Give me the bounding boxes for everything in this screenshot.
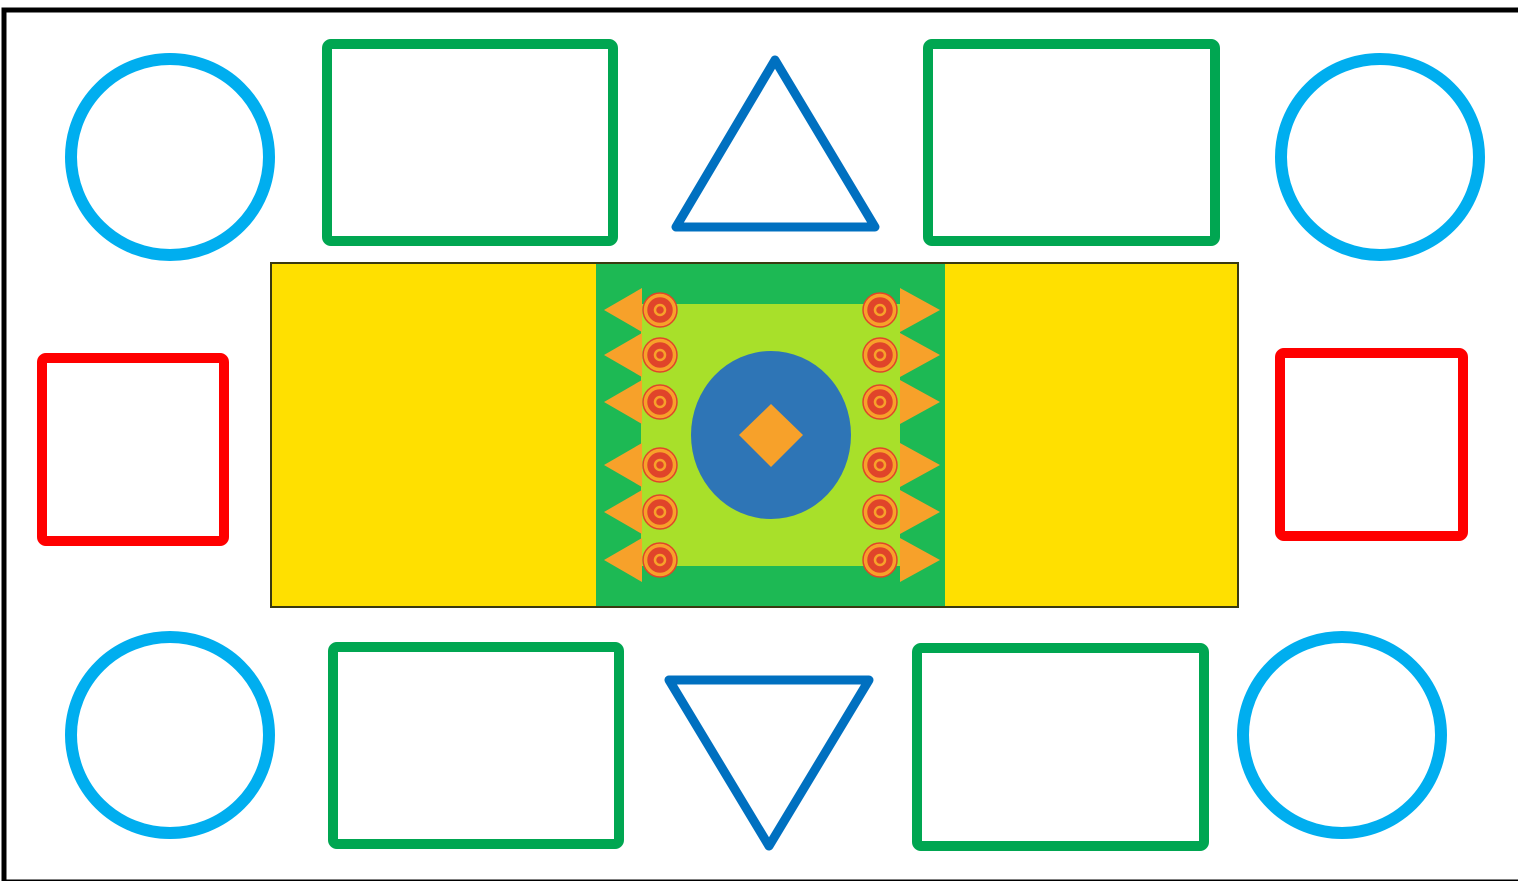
mat-right-target-ring [877, 462, 883, 468]
rectangle-bottom-right [917, 648, 1204, 846]
mat-left-target-ring [657, 352, 663, 358]
square-left [42, 358, 224, 541]
circle-bottom-left [71, 637, 269, 833]
triangle-up [676, 60, 875, 227]
mat-right-target-ring [877, 307, 883, 313]
mat-left-target-ring [657, 462, 663, 468]
square-right [1280, 353, 1463, 536]
rectangle-bottom-left [333, 647, 619, 844]
mat-right-target-ring [877, 509, 883, 515]
mat-left-target-ring [657, 509, 663, 515]
mat-right-target-ring [877, 352, 883, 358]
mat-right-target-ring [877, 557, 883, 563]
circle-top-left [71, 59, 269, 255]
circle-top-right [1281, 59, 1479, 255]
rectangle-top-right [928, 44, 1215, 241]
mat-left-target-ring [657, 399, 663, 405]
circle-bottom-right [1243, 637, 1441, 833]
mat-right-target-ring [877, 399, 883, 405]
rectangle-top-left [327, 44, 613, 241]
mat-left-target-ring [657, 307, 663, 313]
mat-left-target-ring [657, 557, 663, 563]
triangle-down [669, 680, 869, 846]
central-mat [271, 263, 1238, 607]
